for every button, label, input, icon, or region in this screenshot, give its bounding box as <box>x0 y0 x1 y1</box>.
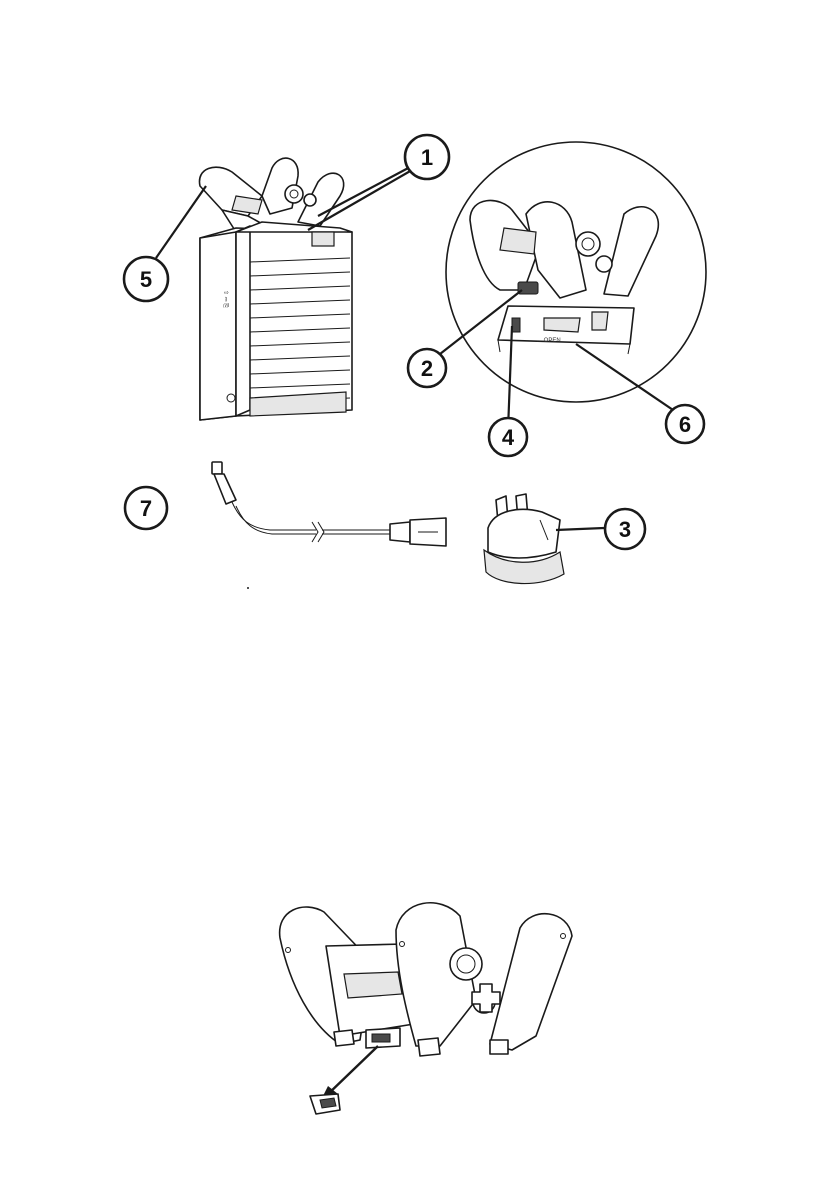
svg-text:3: 3 <box>619 517 631 542</box>
callout-3: 3 <box>605 509 645 549</box>
charging-tower: ⇧ ⎓ ⎘ <box>199 158 352 420</box>
svg-text:4: 4 <box>502 425 515 450</box>
power-adapter <box>484 494 564 584</box>
callout-6: 6 <box>666 405 704 443</box>
svg-text:7: 7 <box>140 496 152 521</box>
callout-2: 2 <box>408 349 446 387</box>
usb-cable <box>212 462 446 546</box>
svg-text:⇧ ⎓ ⎘: ⇧ ⎓ ⎘ <box>222 290 229 308</box>
svg-text:6: 6 <box>679 412 691 437</box>
dock-open-label: ← OPEN <box>536 338 561 344</box>
controllers-adapter-removal <box>280 903 572 1114</box>
svg-text:1: 1 <box>421 145 433 170</box>
callout-4: 4 <box>489 418 527 456</box>
callout-1: 1 <box>405 135 449 179</box>
svg-text:5: 5 <box>140 267 152 292</box>
magnified-dock-view: ← OPEN <box>446 142 706 402</box>
callout-7: 7 <box>125 487 167 529</box>
svg-text:2: 2 <box>421 356 433 381</box>
callout-5: 5 <box>124 257 168 301</box>
